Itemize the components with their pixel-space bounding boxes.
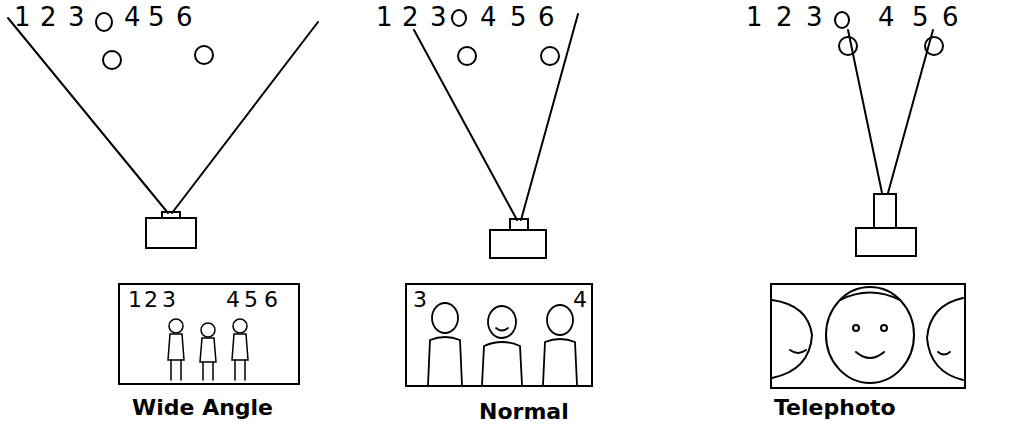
position-number: 6 — [176, 4, 193, 30]
frame-number: 3 — [162, 289, 176, 311]
head-symbol — [835, 12, 849, 28]
frame-number: 6 — [264, 289, 278, 311]
view-line — [8, 18, 168, 213]
frame-caption: Normal — [479, 401, 569, 423]
head-symbol — [96, 13, 112, 31]
view-line — [172, 22, 318, 213]
position-number: 4 — [878, 4, 895, 30]
position-number: 2 — [40, 4, 57, 30]
view-line — [888, 30, 933, 193]
position-number: 1 — [746, 4, 763, 30]
position-number: 5 — [148, 4, 165, 30]
head-symbol — [839, 37, 857, 55]
frame-number: 5 — [244, 289, 258, 311]
frame-number: 1 — [128, 289, 142, 311]
position-number: 2 — [402, 4, 419, 30]
position-number: 5 — [912, 4, 929, 30]
position-number: 2 — [776, 4, 793, 30]
frame-number: 4 — [226, 289, 240, 311]
camera-body — [146, 218, 196, 248]
frame-number: 3 — [413, 289, 427, 311]
camera-lens — [162, 212, 180, 218]
head-symbol — [458, 47, 476, 65]
view-line — [414, 30, 517, 220]
camera-lens — [510, 219, 528, 230]
position-number: 1 — [14, 4, 31, 30]
person-figure — [428, 303, 577, 385]
frame-caption: Wide Angle — [132, 397, 273, 419]
head-symbol — [925, 37, 943, 55]
frame-number: 2 — [144, 289, 158, 311]
position-number: 4 — [480, 4, 497, 30]
position-number: 6 — [538, 4, 555, 30]
position-number: 4 — [124, 4, 141, 30]
normal-frame: 34Normal — [405, 283, 593, 387]
camera-lens — [874, 194, 896, 228]
head-symbol — [452, 10, 466, 26]
frame-caption: Telephoto — [774, 397, 896, 419]
position-number: 1 — [376, 4, 393, 30]
telephoto-frame: Telephoto — [770, 283, 966, 389]
position-number: 3 — [430, 4, 447, 30]
head-symbol — [541, 47, 559, 65]
position-number: 3 — [68, 4, 85, 30]
position-number: 3 — [806, 4, 823, 30]
head-symbol — [103, 51, 121, 69]
position-number: 6 — [942, 4, 959, 30]
frame-number: 4 — [573, 289, 587, 311]
face-closeup — [772, 287, 963, 383]
position-number: 5 — [510, 4, 527, 30]
view-line — [521, 14, 578, 220]
head-symbol — [195, 46, 213, 64]
person-figure — [168, 319, 248, 380]
camera-body — [490, 230, 546, 258]
camera-body — [856, 228, 916, 256]
wide-angle-frame: 123456Wide Angle — [118, 283, 300, 385]
